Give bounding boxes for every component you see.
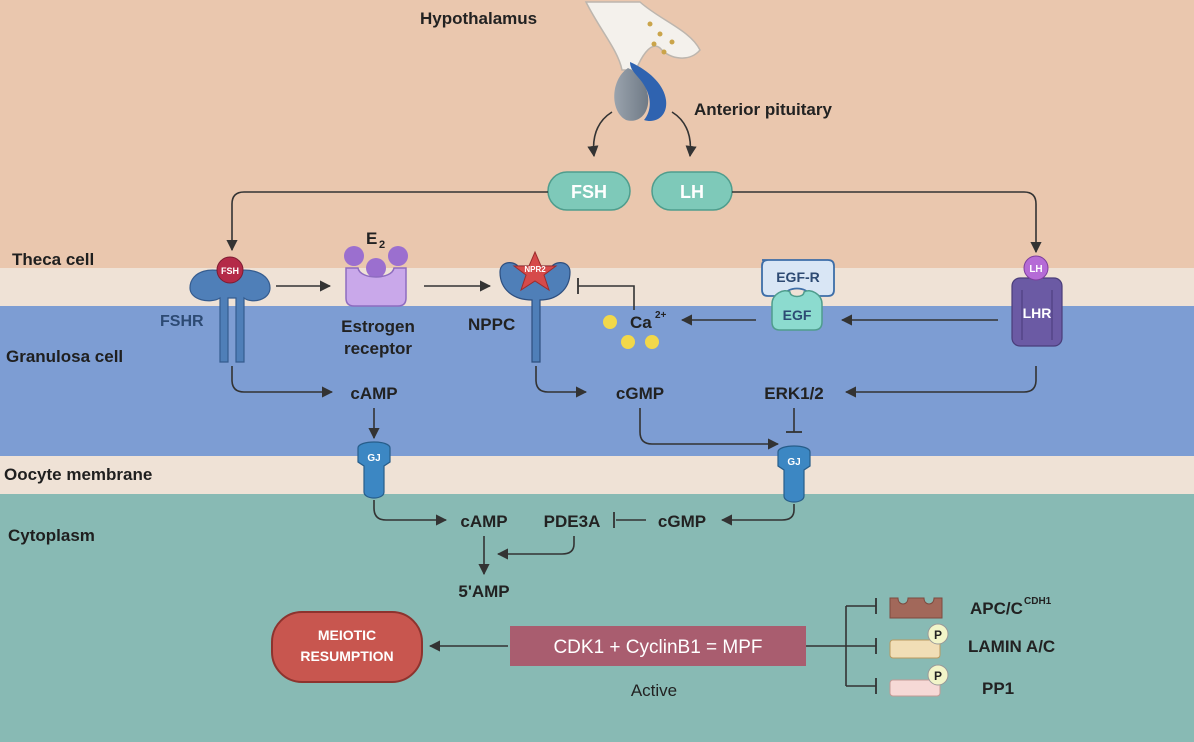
arrow-fshr-camp [231, 366, 334, 398]
lamin-p-label: P [934, 628, 942, 642]
apc-superscript: CDH1 [1024, 596, 1052, 607]
npr2-receptor [499, 250, 571, 363]
arrow-cgmp-gj [639, 408, 780, 450]
fshr-receptor [189, 256, 271, 363]
lhr-label: LHR [1023, 305, 1052, 321]
arrow-npr2-cgmp [535, 366, 588, 398]
arrow-gj-camp-oocyte [373, 500, 448, 526]
fsh-ligand-label: FSH [221, 266, 239, 276]
egfr-receptor [761, 259, 835, 331]
oocyte-membrane-label: Oocyte membrane [4, 465, 152, 484]
npr2-label: NPR2 [524, 265, 546, 274]
pde3a-label: PDE3A [544, 512, 601, 531]
camp-granulosa-label: cAMP [350, 384, 397, 403]
arrow-pde3a-conversion [496, 536, 575, 560]
cytoplasm-label: Cytoplasm [8, 526, 95, 545]
lamin-p-badge [927, 623, 949, 645]
active-label: Active [631, 681, 677, 700]
meiotic-line1: MEIOTIC [318, 627, 376, 643]
fsh-pill-label: FSH [571, 182, 607, 202]
egfr-label: EGF-R [776, 269, 820, 285]
gap-junction-left [357, 441, 391, 499]
gj-right-label: GJ [787, 457, 800, 468]
mpf-label: CDK1 + CyclinB1 = MPF [553, 637, 762, 658]
lamin-label: LAMIN A/C [968, 637, 1055, 656]
apc-shape [889, 597, 943, 619]
e2-subscript: 2 [379, 239, 385, 251]
arrow-pituitary-fsh [587, 111, 613, 158]
fshr-label: FSHR [160, 313, 204, 330]
egf-label: EGF [783, 307, 812, 323]
arrow-gj-cgmp-oocyte [720, 504, 795, 526]
fsh-pill [547, 171, 631, 211]
pp1-p-badge [927, 664, 949, 686]
arrow-pituitary-lh [671, 111, 697, 158]
pp1-p-label: P [934, 669, 942, 683]
granulosa-region [0, 306, 1194, 456]
lh-ligand-label: LH [1029, 264, 1042, 275]
inhibit-ca-npr2 [578, 285, 635, 310]
theca-region [0, 0, 1194, 268]
granulosa-label: Granulosa cell [6, 347, 123, 366]
theca-label: Theca cell [12, 250, 94, 269]
ca-superscript: 2+ [655, 310, 667, 321]
anterior-pituitary-label: Anterior pituitary [694, 100, 832, 119]
pp1-shape [889, 679, 941, 697]
lh-pill [651, 171, 733, 211]
lamin-shape [889, 639, 941, 659]
meiotic-line2: RESUMPTION [300, 648, 393, 664]
arrow-fsh-fshr [226, 191, 548, 252]
estrogen-label-line2: receptor [344, 339, 412, 358]
gj-left-label: GJ [367, 453, 380, 464]
camp-oocyte-label: cAMP [460, 512, 507, 531]
lh-pill-label: LH [680, 182, 704, 202]
oocyte-membrane-band [0, 456, 1194, 494]
meiotic-resumption-box [271, 611, 423, 683]
estrogen-receptor [344, 246, 408, 307]
calcium-ions [603, 315, 659, 349]
ca-label: Ca [630, 313, 652, 332]
cgmp-oocyte-label: cGMP [658, 512, 706, 531]
gap-junction-right [777, 445, 811, 503]
cytoplasm-region [0, 494, 1194, 742]
hypothalamus-label: Hypothalamus [420, 9, 537, 28]
erk-label: ERK1/2 [764, 384, 824, 403]
amp-label: 5'AMP [458, 582, 509, 601]
apc-label: APC/C [970, 599, 1023, 618]
e2-label: E [366, 229, 377, 248]
cgmp-granulosa-label: cGMP [616, 384, 664, 403]
mpf-box [510, 626, 806, 666]
arrow-lh-lhr [732, 191, 1042, 254]
lhr-receptor [1011, 255, 1063, 347]
nppc-label: NPPC [468, 315, 515, 334]
arrow-lhr-erk [844, 366, 1037, 398]
hypothalamus-pituitary-illustration [584, 1, 701, 122]
estrogen-label-line1: Estrogen [341, 317, 415, 336]
pp1-label: PP1 [982, 679, 1014, 698]
